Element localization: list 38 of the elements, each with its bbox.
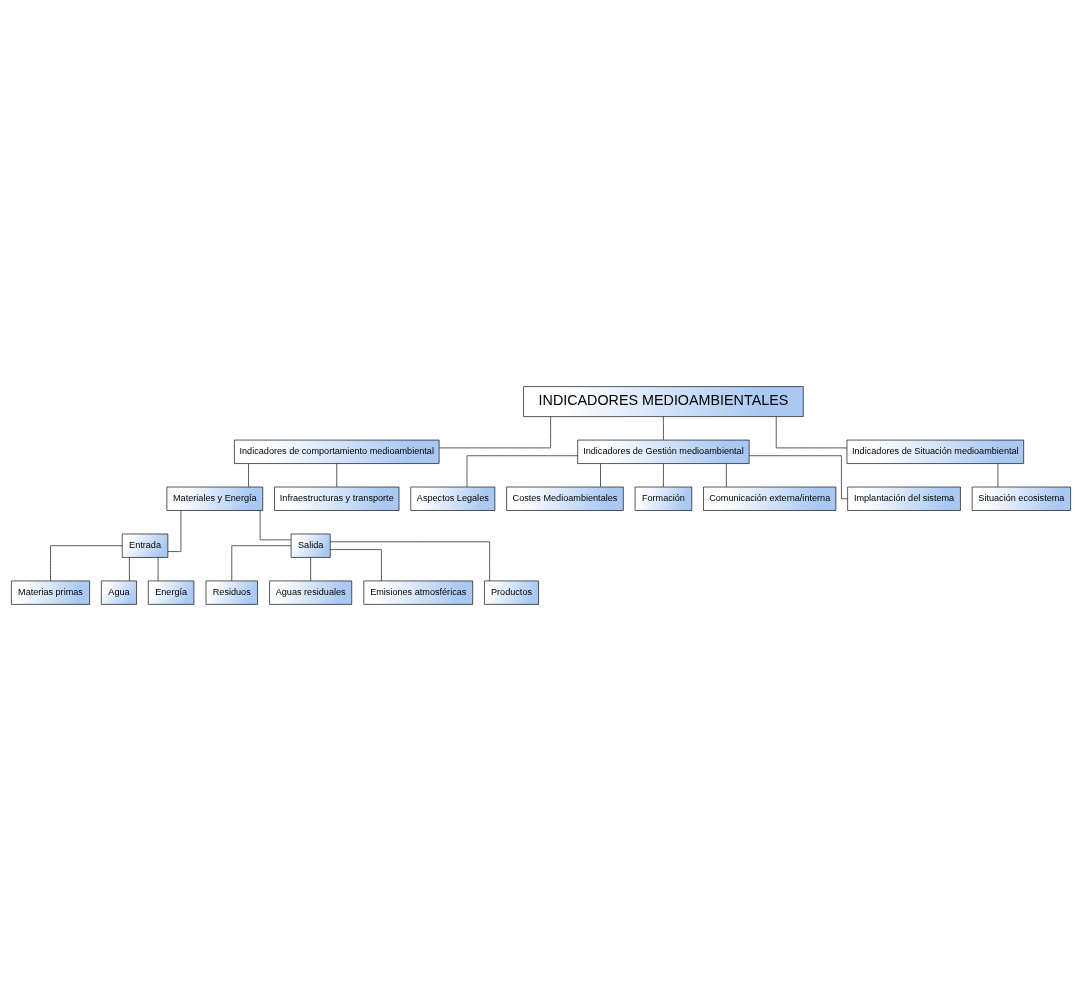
connector [330,548,382,581]
connector [259,509,292,540]
node-box: Formación [634,486,693,511]
connector [157,556,159,581]
node-box: Materiales y Energía [166,486,264,511]
node-box: Infraestructuras y transporte [274,486,400,511]
connector [663,462,664,487]
node-box: Entrada [121,533,169,558]
connector [997,462,999,487]
connector [50,544,123,581]
node-box: Salida [290,533,331,558]
connector [336,462,338,487]
node-box: Comunicación externa/interna [703,486,837,511]
connector [726,462,727,487]
connector [310,556,311,581]
node-box: Indicadores de Gestión medioambiental [577,439,750,464]
connector [748,454,848,499]
node-box: INDICADORES MEDIOAMBIENTALES [523,385,804,417]
connector [167,509,182,552]
connector [466,454,578,487]
node-box: Residuos [205,580,258,605]
node-box: Implantación del sistema [847,486,961,511]
node-box: Materias primas [11,580,90,605]
node-box: Energía [147,580,195,605]
node-box: Aspectos Legales [410,486,496,511]
node-box: Situación ecosistema [971,486,1071,511]
node-box: Indicadores de Situación medioambiental [846,439,1024,464]
connector [330,540,490,581]
node-box: Costes Medioambientales [506,486,624,511]
node-box: Indicadores de comportamiento medioambiental [234,439,440,464]
node-box: Productos [484,580,539,605]
node-box: Agua [101,580,137,605]
connector [600,462,601,487]
node-box: Emisiones atmosféricas [363,580,474,605]
node-box: Aguas residuales [269,580,353,605]
connector [248,462,249,487]
connector [663,415,664,440]
connector [129,556,130,581]
